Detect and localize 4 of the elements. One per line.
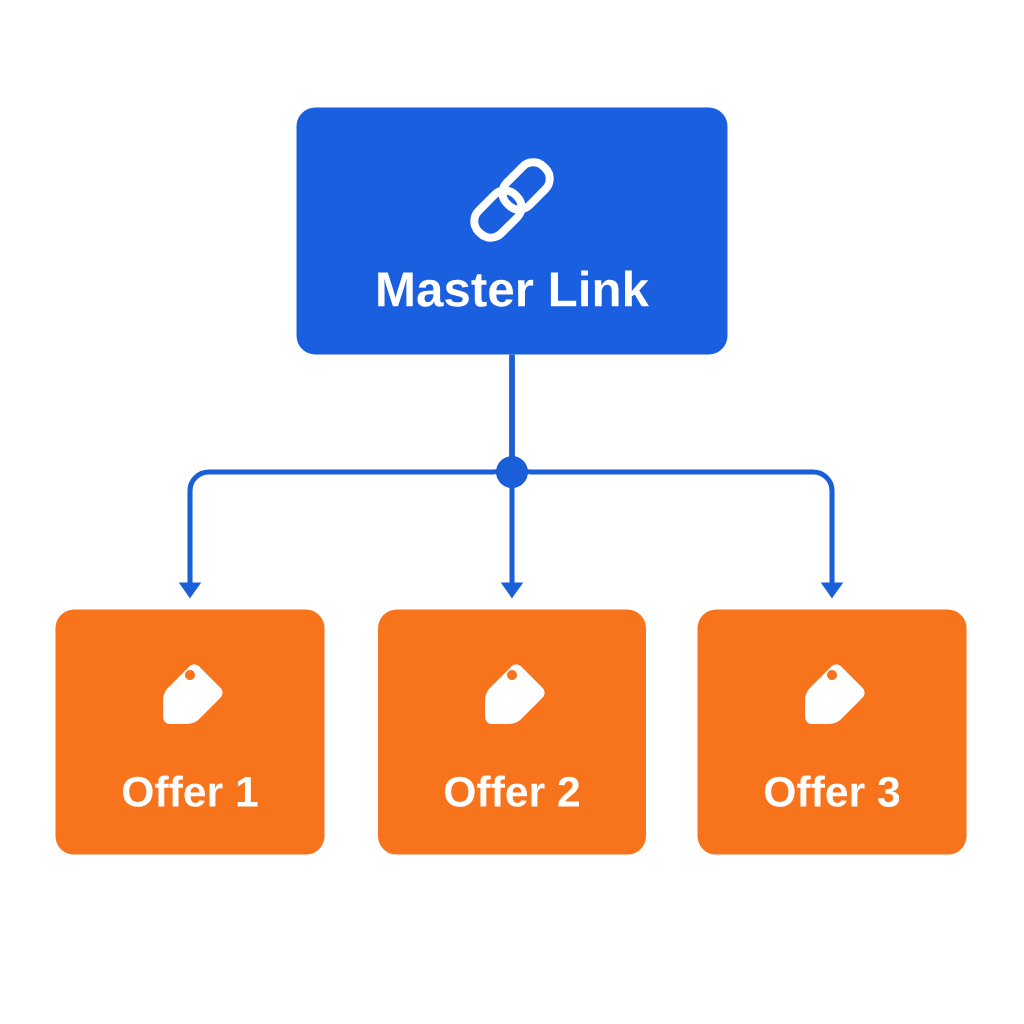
link-box: Master Link (296, 107, 728, 355)
offer-box: Offer 2 (378, 609, 646, 855)
offer-box: Offer 3 (697, 609, 967, 855)
offer-box: Offer 1 (55, 609, 325, 855)
